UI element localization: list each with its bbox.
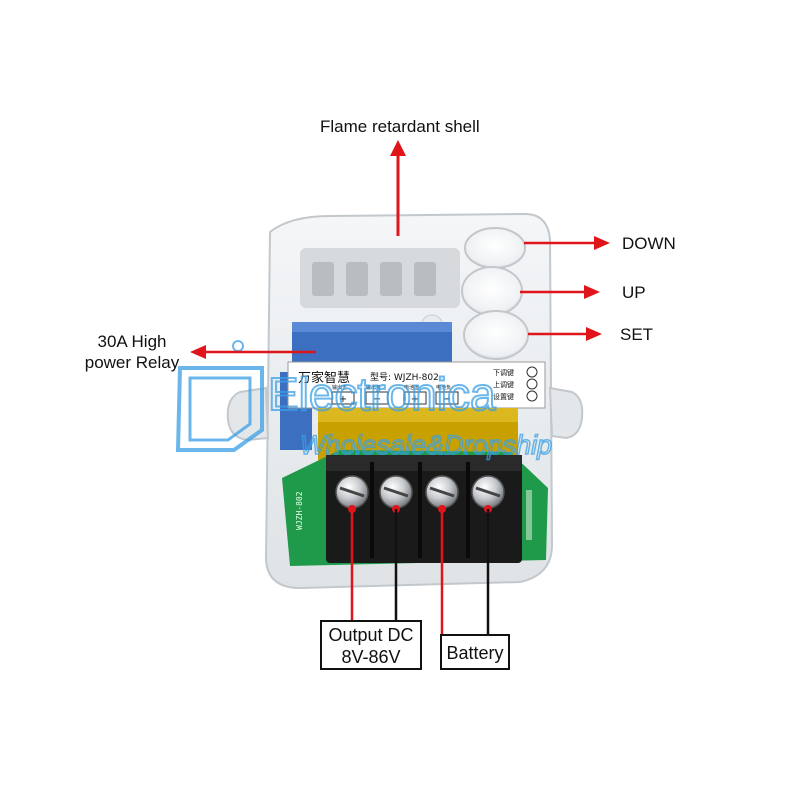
svg-text:−: − — [443, 394, 451, 405]
svg-text:+: + — [411, 394, 419, 405]
label-set: SET — [620, 325, 654, 344]
button-up — [461, 266, 523, 316]
label-down: DOWN — [622, 234, 676, 253]
terminal-label-2: 输出负 — [366, 384, 381, 391]
label-output-dc: Output DC 8V-86V — [320, 620, 422, 670]
key-down-text: 下调键 — [493, 368, 514, 377]
button-set — [463, 310, 529, 360]
arrow-up — [520, 285, 600, 299]
terminal-label-4: 电池负 — [436, 384, 451, 391]
key-set-text: 设置键 — [493, 392, 514, 401]
watermark-electronica: Electronica — [268, 368, 496, 420]
watermark-wholesale: Wholesale&Dropship — [300, 430, 552, 460]
terminal-block — [326, 455, 522, 563]
pcb-model-text: WJZH-802 — [295, 491, 304, 530]
arrow-set — [528, 327, 602, 341]
terminal-label-1: 输出正 — [332, 384, 347, 391]
arrow-relay — [190, 345, 316, 359]
label-up: UP — [622, 283, 646, 302]
label-flame-retardant-shell: Flame retardant shell — [320, 117, 480, 136]
screw-terminal-4 — [471, 475, 505, 509]
screw-terminal-2 — [379, 475, 413, 509]
svg-text:−: − — [373, 394, 381, 405]
wire-black — [394, 509, 490, 634]
screw-terminal-1 — [335, 475, 369, 509]
label-relay-line2: power Relay — [84, 353, 180, 372]
model-text: 型号: WJZH-802 — [370, 372, 439, 383]
capacitor — [318, 408, 518, 464]
svg-text:+: + — [339, 394, 347, 405]
button-down — [464, 227, 526, 269]
key-up-text: 上调键 — [493, 380, 514, 389]
screw-terminal-3 — [425, 475, 459, 509]
label-output-line1: Output DC — [328, 625, 414, 645]
terminal-label-3: 电池正 — [404, 384, 419, 391]
label-battery: Battery — [440, 634, 510, 670]
label-plate: + − + − 万家智慧 型号: WJZH-802 下调键 上调键 设置键 输出… — [287, 361, 546, 409]
watermark: Electronica Wholesale&Dropship — [175, 340, 553, 461]
arrow-down — [524, 236, 610, 250]
brand-text: 万家智慧 — [298, 370, 350, 386]
callout-arrows — [190, 140, 610, 634]
label-relay-line1: 30A High — [97, 332, 167, 351]
arrow-shell — [390, 140, 406, 236]
label-relay: 30A High power Relay — [82, 331, 182, 373]
label-output-line2: 8V-86V — [341, 647, 401, 667]
